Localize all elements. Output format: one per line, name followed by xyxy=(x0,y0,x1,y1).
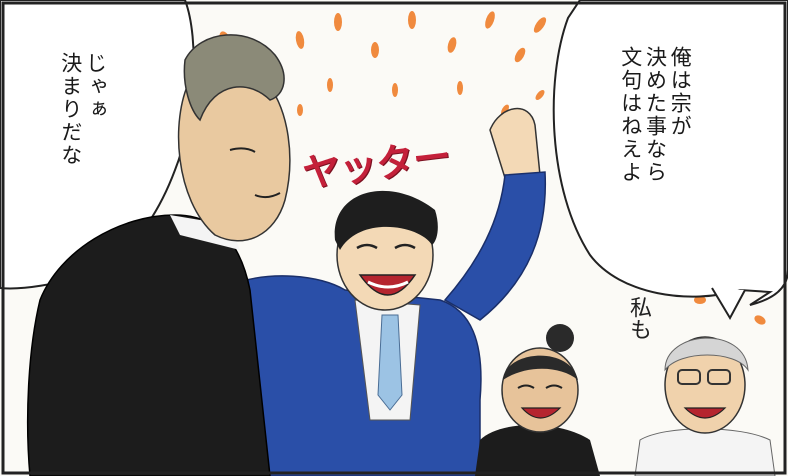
blue-suit-man xyxy=(229,108,547,476)
old-man-figure xyxy=(634,336,776,476)
speech-bubble-right xyxy=(552,0,788,306)
speech-right-text: 俺は宗が 決めた事なら 文句はねえよ xyxy=(618,46,693,184)
speech-bubble-right-tail xyxy=(711,287,746,321)
black-suit-man xyxy=(26,34,291,476)
woman-figure xyxy=(475,324,600,476)
small-speech-text: 私も xyxy=(626,296,651,340)
speech-left-text: じゃぁ 決まりだな xyxy=(58,52,108,167)
